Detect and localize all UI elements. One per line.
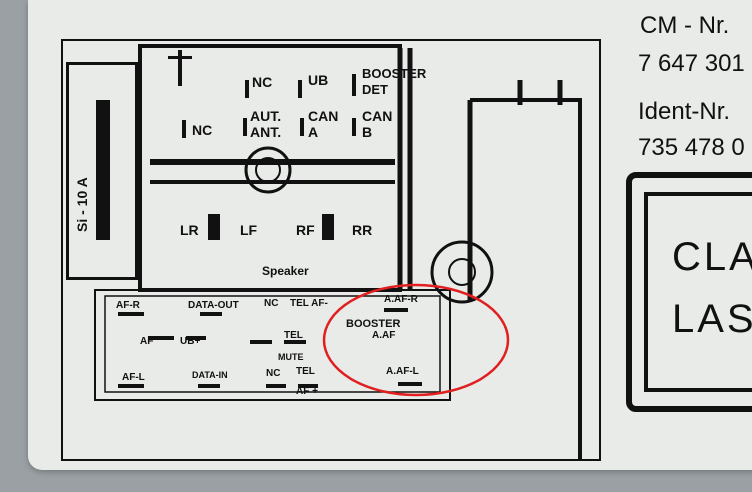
pin-data-in: DATA-IN [192, 370, 228, 380]
pin-af-gnd: AF [140, 336, 154, 347]
pin-can-a-2: A [308, 124, 319, 140]
brand-box [626, 172, 752, 412]
fuse-bar [96, 100, 110, 240]
pin-nc-2: NC [266, 368, 281, 379]
pin-booster-det-2: DET [362, 82, 388, 97]
pin-aut-ant-2: ANT. [250, 124, 282, 140]
cm-number-label: CM - Nr. [640, 12, 730, 39]
pin-af-l: AF-L [122, 372, 145, 383]
speaker-rf: RF [296, 222, 315, 238]
brand-inner-frame [644, 192, 752, 392]
pin-a-af-l: A.AF-L [386, 366, 419, 377]
pin-ub: UB [308, 72, 329, 88]
pin-can-a-1: CAN [308, 108, 339, 124]
red-annotation-circle [322, 283, 510, 397]
pin-mute: MUTE [278, 352, 304, 362]
pin-data-out: DATA-OUT [188, 300, 239, 311]
pin-tel-af: TEL AF- [290, 298, 328, 309]
fuse-box [66, 62, 138, 280]
pin-can-b-2: B [362, 124, 373, 140]
pin-nc-top: NC [252, 74, 273, 90]
pin-can-b-1: CAN [362, 108, 393, 124]
pin-af-r: AF-R [116, 300, 140, 311]
pin-nc: NC [264, 298, 279, 309]
brand-line-1: CLA [672, 235, 752, 279]
pin-tel: TEL [284, 330, 303, 341]
pin-booster-det-1: BOOSTER [362, 66, 427, 81]
ident-number-label: Ident-Nr. [638, 98, 731, 125]
speaker-label: Speaker [262, 264, 309, 278]
pin-booster: BOOSTER [346, 318, 401, 330]
pin-tel-2: TEL [296, 366, 315, 377]
speaker-lf: LF [240, 222, 258, 238]
pin-af-plus: AF + [296, 386, 318, 397]
pin-aut-ant-1: AUT. [250, 108, 282, 124]
pin-a-af: A.AF [372, 330, 396, 341]
speaker-lr: LR [180, 222, 199, 238]
speaker-rr: RR [352, 222, 373, 238]
pin-ub-plus: UB+ [180, 336, 201, 347]
brand-line-2: LAS [672, 297, 752, 341]
pin-a-af-r: A.AF-R [384, 294, 418, 305]
cm-number-value: 7 647 301 [638, 50, 745, 77]
pin-nc-left: NC [192, 122, 213, 138]
ident-number-value: 735 478 0 [638, 134, 745, 161]
